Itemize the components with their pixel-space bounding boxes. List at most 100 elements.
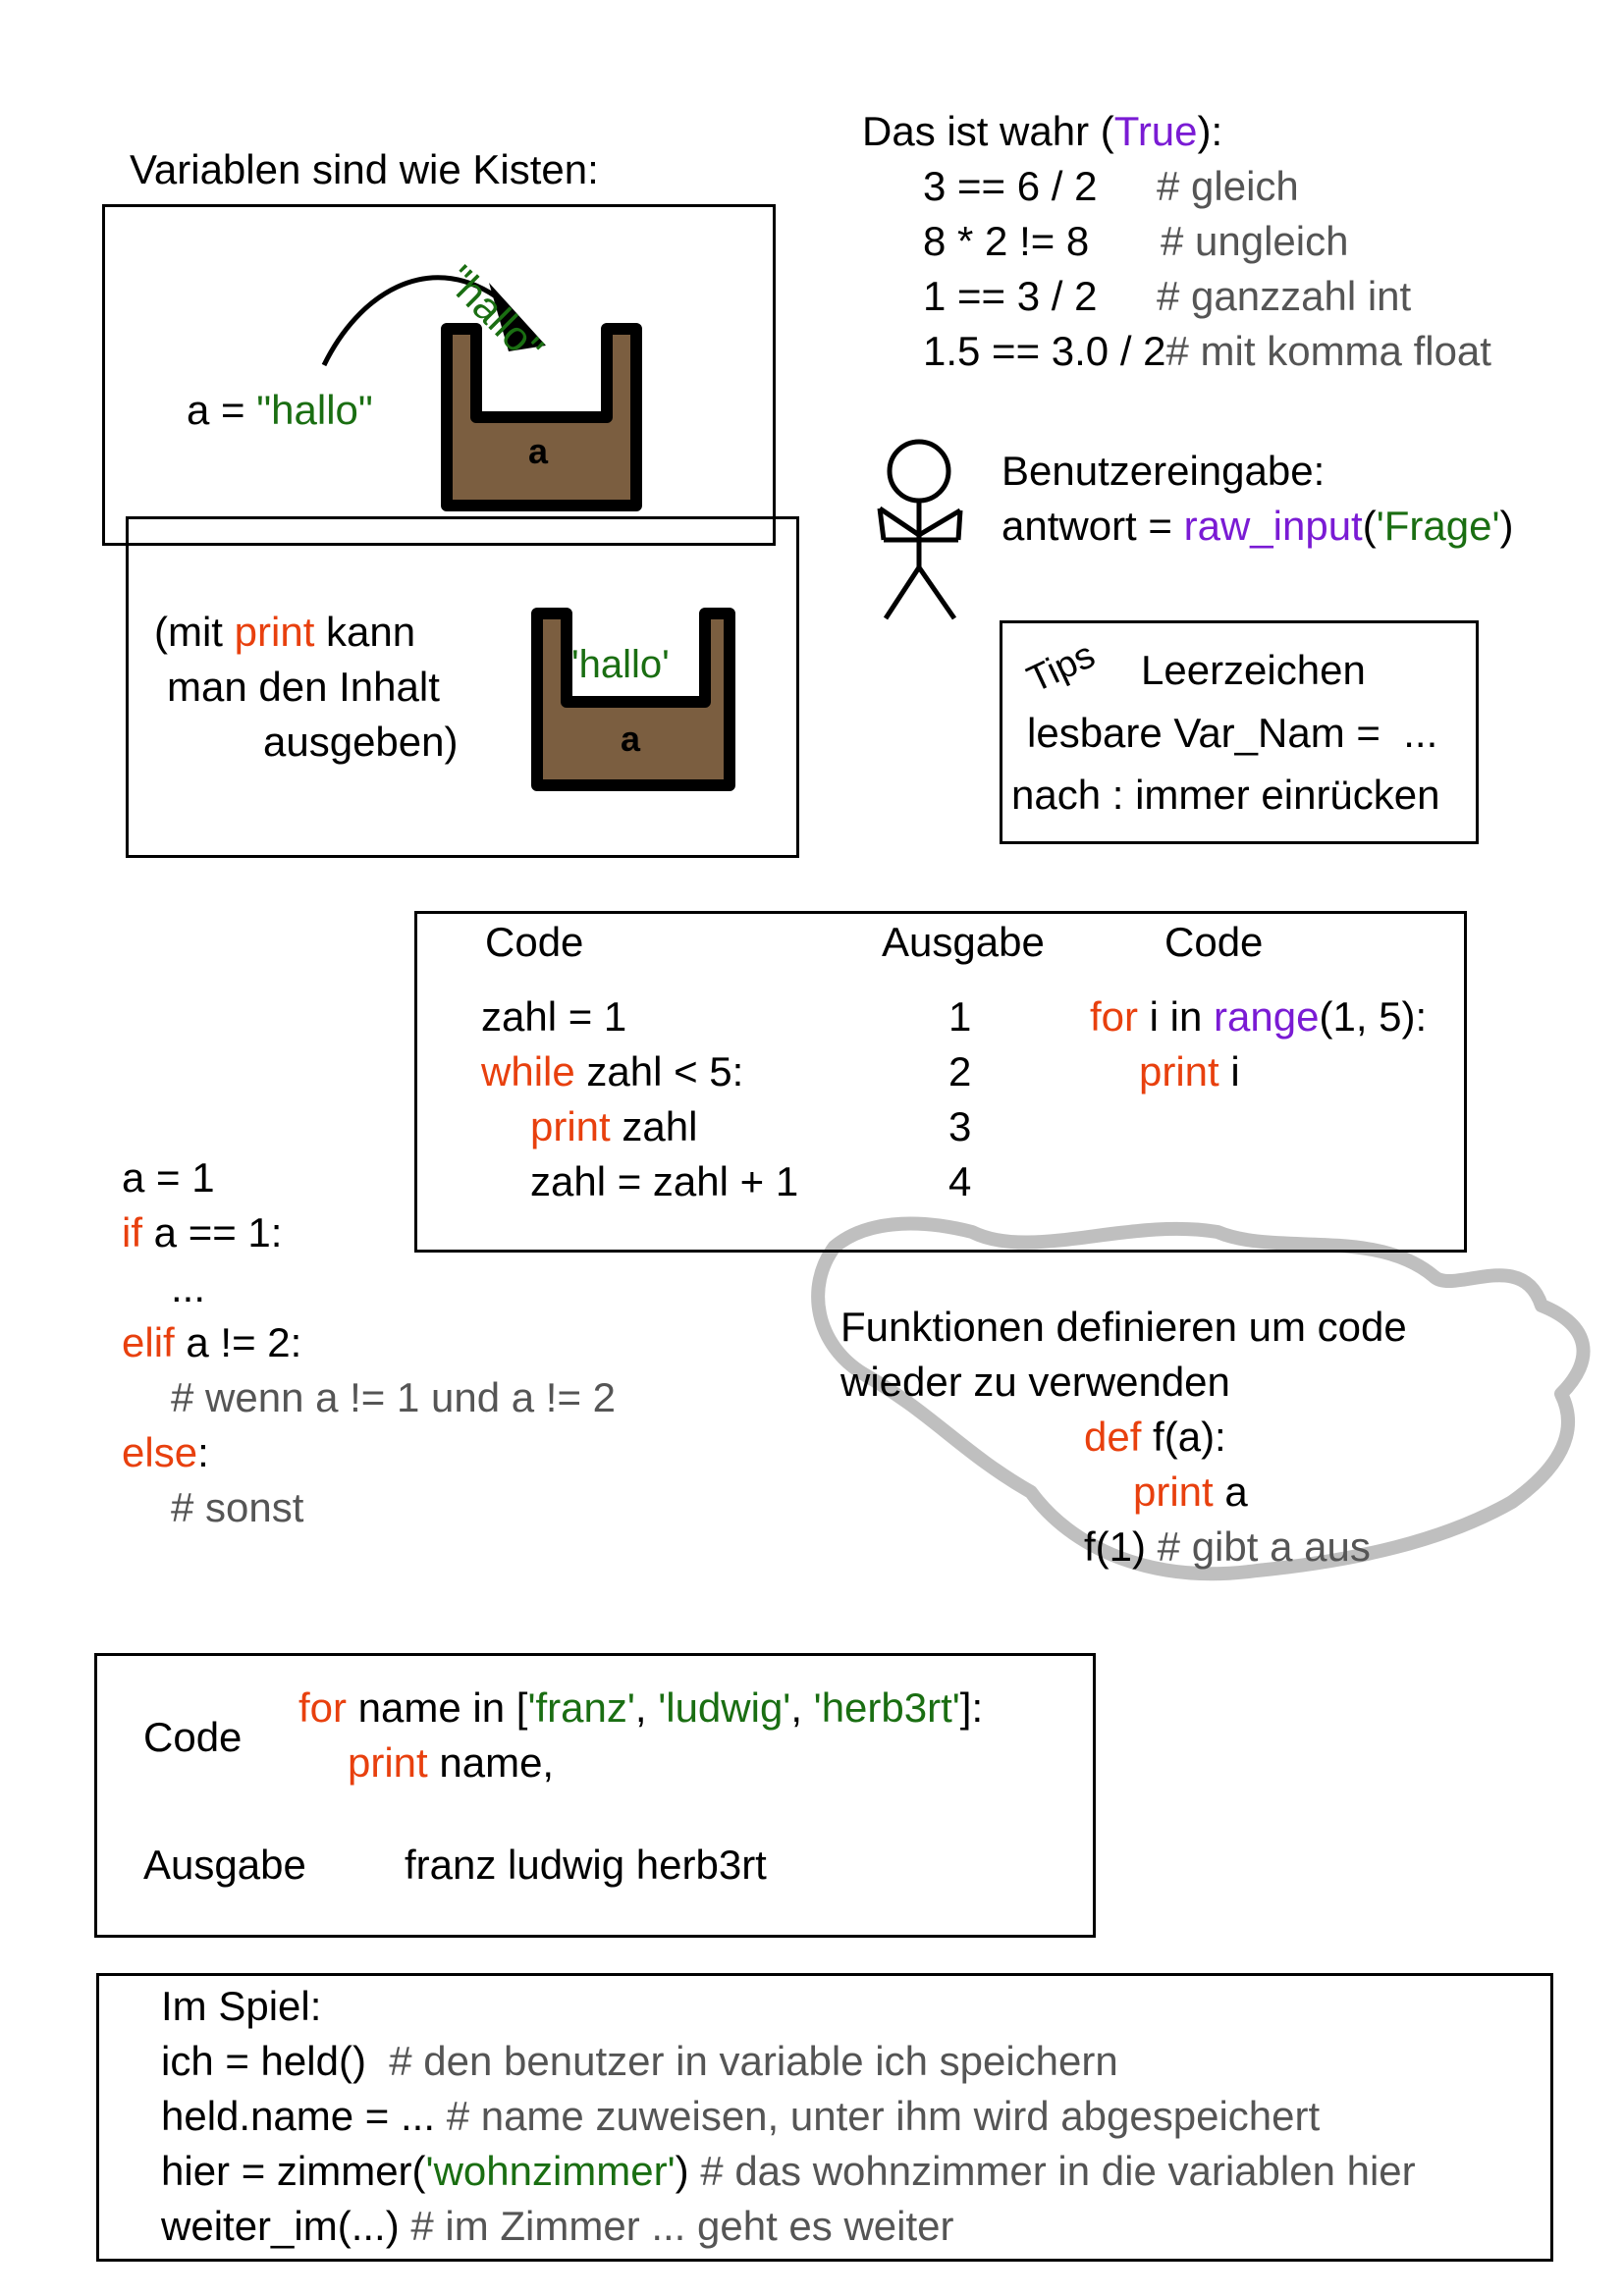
while-line2: while zahl < 5:	[481, 1044, 743, 1099]
while-condition: zahl < 5:	[574, 1048, 744, 1095]
arrow-curve	[321, 275, 498, 367]
game-line3: hier = zimmer('wohnzimmer') # das wohnzi…	[161, 2144, 1416, 2199]
true-expr: 8 * 2 != 8	[923, 218, 1090, 264]
true-title-post: ):	[1197, 108, 1223, 154]
function-print-line: print a	[1133, 1465, 1248, 1520]
range-function: range	[1214, 993, 1320, 1040]
game-line1: ich = held() # den benutzer in variable …	[161, 2034, 1118, 2089]
loop-header-code: Code	[485, 919, 584, 965]
print-keyword: print	[234, 609, 315, 655]
output-3: 3	[948, 1103, 972, 1149]
cloud-shape	[811, 1216, 1591, 1581]
list-string-2: 'ludwig'	[658, 1684, 791, 1731]
list-string-1: 'franz'	[527, 1684, 635, 1731]
list-separator: ,	[790, 1684, 814, 1731]
print-explanation-line3: ausgeben)	[263, 719, 459, 765]
print-explanation-line2: man den Inhalt	[167, 664, 440, 710]
list-loop-output-value: franz ludwig herb3rt	[405, 1842, 767, 1888]
print-keyword: print	[530, 1103, 611, 1149]
else-keyword: else	[122, 1429, 198, 1475]
game-line2: held.name = ... # name zuweisen, unter i…	[161, 2089, 1320, 2144]
while-keyword: while	[481, 1048, 575, 1095]
loop-table-frame	[414, 911, 1467, 1253]
box-icon-1	[441, 323, 642, 511]
for-mid: name in [	[347, 1684, 528, 1731]
true-comment-4: # mit komma float	[1165, 328, 1491, 374]
if-line6: else:	[122, 1425, 209, 1480]
if-line5: # wenn a != 1 und a != 2	[171, 1374, 617, 1420]
function-call-line: f(1) # gibt a aus	[1084, 1520, 1371, 1575]
elif-condition: a != 2:	[174, 1319, 302, 1365]
for-end: ]:	[959, 1684, 984, 1731]
print-pre: (mit	[154, 609, 235, 655]
box2-content: 'hallo'	[571, 643, 670, 686]
input-function: raw_input	[1183, 503, 1363, 549]
print-keyword: print	[1133, 1468, 1214, 1515]
loop-header-output: Ausgabe	[882, 919, 1045, 965]
elif-keyword: elif	[122, 1319, 175, 1365]
print-arg: name,	[427, 1739, 555, 1786]
true-comment-1: # gleich	[1157, 163, 1299, 209]
else-colon: :	[197, 1429, 209, 1475]
arrowhead-icon	[489, 283, 546, 351]
input-paren-open: (	[1362, 503, 1377, 549]
output-4: 4	[948, 1158, 972, 1204]
input-paren-close: )	[1499, 503, 1514, 549]
function-call: f(1)	[1084, 1523, 1146, 1570]
box-icon-2	[531, 608, 735, 791]
list-string-3: 'herb3rt'	[813, 1684, 960, 1731]
game-title: Im Spiel:	[161, 1983, 322, 2029]
range-args: (1, 5):	[1319, 993, 1428, 1040]
game-code: )	[675, 2148, 701, 2194]
boxes-title: Variablen sind wie Kisten:	[130, 146, 599, 192]
if-line1: a = 1	[122, 1154, 215, 1201]
print-arg: zahl	[610, 1103, 698, 1149]
while-line4: zahl = zahl + 1	[530, 1158, 799, 1204]
print-post: kann	[314, 609, 416, 655]
tips-line3: nach : immer einrücken	[1011, 772, 1440, 818]
game-code: held.name = ...	[161, 2093, 447, 2139]
list-loop-code-label: Code	[143, 1714, 243, 1760]
game-line4: weiter_im(...) # im Zimmer ... geht es w…	[161, 2199, 954, 2254]
true-comment-3: # ganzzahl int	[1157, 273, 1412, 319]
list-loop-frame	[94, 1653, 1096, 1938]
input-string: 'Frage'	[1376, 503, 1500, 549]
for-keyword: for	[1090, 993, 1139, 1040]
if-line7: # sonst	[171, 1484, 304, 1530]
tips-box	[1000, 620, 1479, 844]
list-loop-print-line: print name,	[348, 1735, 554, 1790]
true-row-3: 1 == 3 / 2	[923, 269, 1097, 324]
assign-line: a = "hallo"	[187, 383, 373, 438]
function-def-line: def f(a):	[1084, 1410, 1226, 1465]
for-mid: i in	[1138, 993, 1215, 1040]
function-line1: Funktionen definieren um code	[840, 1304, 1407, 1350]
true-expr: 3 == 6 / 2	[923, 163, 1098, 209]
boxes-frame-1	[102, 204, 776, 546]
game-string: 'wohnzimmer'	[425, 2148, 676, 2194]
true-row-4: 1.5 == 3.0 / 2# mit komma float	[923, 324, 1491, 379]
def-signature: f(a):	[1141, 1414, 1226, 1460]
assign-string: "hallo"	[256, 387, 373, 433]
output-1: 1	[948, 993, 972, 1040]
print-explanation-line1: (mit print kann	[154, 605, 415, 660]
input-title: Benutzereingabe:	[1001, 448, 1326, 494]
def-keyword: def	[1084, 1414, 1142, 1460]
print-arg: a	[1213, 1468, 1248, 1515]
input-code-pre: antwort =	[1001, 503, 1184, 549]
if-line4: elif a != 2:	[122, 1315, 301, 1370]
if-line3: ...	[171, 1264, 206, 1310]
output-2: 2	[948, 1048, 972, 1095]
true-expr: 1 == 3 / 2	[923, 273, 1098, 319]
loop-header-code2: Code	[1164, 919, 1264, 965]
list-loop-for-line: for name in ['franz', 'ludwig', 'herb3rt…	[298, 1681, 983, 1735]
true-expr: 1.5 == 3.0 / 2	[923, 328, 1166, 374]
game-comment: # den benutzer in variable ich speichern	[365, 2038, 1118, 2084]
while-line3: print zahl	[530, 1099, 697, 1154]
if-condition: a == 1:	[142, 1209, 283, 1255]
tips-line2: lesbare Var_Nam = ...	[1027, 710, 1438, 756]
boxes-frame-2	[126, 516, 799, 858]
function-line2: wieder zu verwenden	[840, 1359, 1230, 1405]
game-comment: # name zuweisen, unter ihm wird abgespei…	[446, 2093, 1321, 2139]
tips-line1: Leerzeichen	[1141, 647, 1366, 693]
